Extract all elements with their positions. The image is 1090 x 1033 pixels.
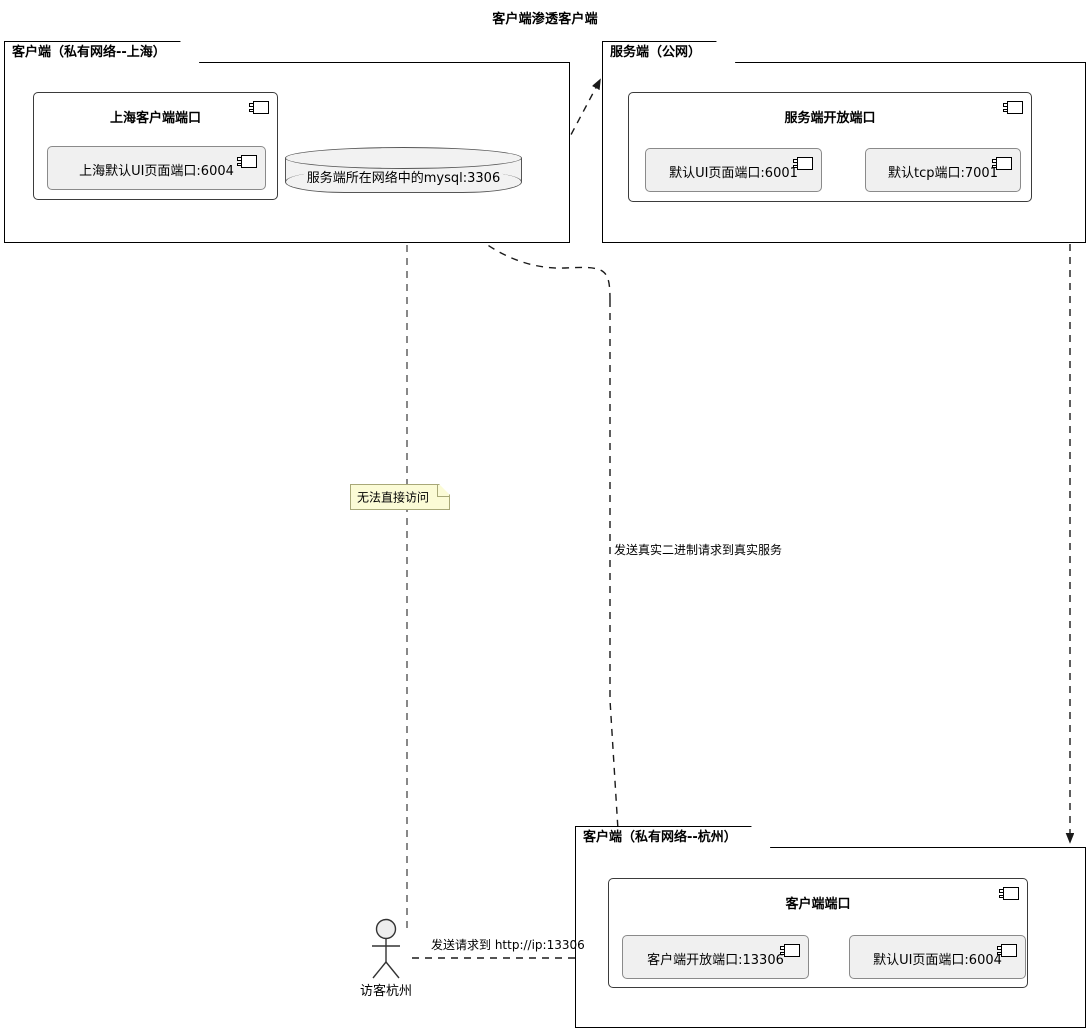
package-server-label: 服务端（公网） — [602, 41, 736, 63]
package-hangzhou-client-label: 客户端（私有网络--杭州） — [575, 826, 771, 848]
actor-visitor-hangzhou[interactable]: 访客杭州 — [360, 918, 412, 1002]
component-label: 默认UI页面端口:6004 — [873, 953, 1002, 968]
uml-component-icon — [992, 157, 1012, 170]
component-label: 客户端开放端口:13306 — [647, 953, 784, 968]
component-label: 上海默认UI页面端口:6004 — [79, 164, 234, 179]
cylinder-top — [285, 147, 522, 169]
uml-component-icon — [997, 944, 1017, 957]
diagram-title: 客户端渗透客户端 — [492, 12, 598, 27]
component-title: 服务端开放端口 — [784, 111, 876, 126]
uml-component-icon — [999, 887, 1019, 900]
component-client-open-port[interactable]: 客户端开放端口:13306 — [622, 935, 809, 979]
note-cannot-access[interactable]: 无法直接访问 — [350, 484, 450, 510]
cylinder-bottom — [285, 171, 522, 193]
note-fold-corner — [437, 485, 449, 497]
stick-figure-icon — [372, 918, 400, 979]
database-mysql[interactable]: 服务端所在网络中的mysql:3306 — [285, 147, 522, 193]
edge-label-visitor-request: 发送请求到 http://ip:13306 — [431, 938, 585, 952]
component-label: 默认tcp端口:7001 — [888, 166, 998, 181]
uml-component-icon — [249, 101, 269, 114]
uml-component-icon — [780, 944, 800, 957]
component-client-port[interactable]: 客户端端口 客户端开放端口:13306 默认UI页面端口:6004 — [608, 878, 1028, 988]
package-shanghai-client-label: 客户端（私有网络--上海） — [4, 41, 200, 63]
actor-label: 访客杭州 — [359, 984, 413, 999]
database-label: 服务端所在网络中的mysql:3306 — [306, 171, 501, 186]
component-shanghai-client-port[interactable]: 上海客户端端口 上海默认UI页面端口:6004 — [33, 92, 278, 200]
component-title: 客户端端口 — [785, 897, 851, 912]
edge-label-binary-request: 发送真实二进制请求到真实服务 — [614, 543, 783, 557]
note-text: 无法直接访问 — [357, 490, 430, 505]
component-shanghai-ui-port[interactable]: 上海默认UI页面端口:6004 — [47, 146, 266, 190]
uml-component-icon — [1003, 101, 1023, 114]
component-title: 上海客户端端口 — [109, 111, 201, 126]
uml-component-icon — [237, 155, 257, 168]
component-server-open-port[interactable]: 服务端开放端口 默认UI页面端口:6001 默认tcp端口:7001 — [628, 92, 1032, 202]
component-label: 默认UI页面端口:6001 — [669, 166, 798, 181]
component-server-ui-port[interactable]: 默认UI页面端口:6001 — [645, 148, 822, 192]
component-server-tcp-port[interactable]: 默认tcp端口:7001 — [865, 148, 1021, 192]
edge-shanghai-to-server — [564, 80, 600, 147]
component-client-ui-port[interactable]: 默认UI页面端口:6004 — [849, 935, 1026, 979]
uml-component-icon — [793, 157, 813, 170]
